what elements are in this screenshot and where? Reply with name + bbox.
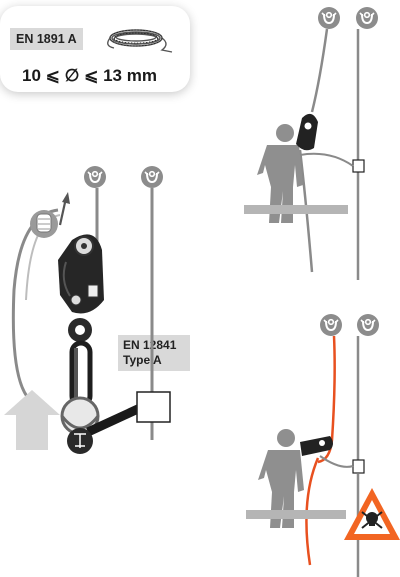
anchor-icon-left-1 xyxy=(84,166,106,188)
ledge-bottom xyxy=(246,510,346,519)
anchor-icon-top-2 xyxy=(356,7,378,29)
connector-ring xyxy=(68,318,92,342)
backup-device xyxy=(137,392,170,422)
anchor-icon-left-2 xyxy=(141,166,163,188)
large-up-arrow-icon xyxy=(4,390,60,450)
instruction-badge-icon xyxy=(67,428,93,454)
correct-use-scene xyxy=(244,7,378,280)
device-scene xyxy=(4,166,170,454)
rope-clamp-device xyxy=(58,234,104,313)
device-on-rope-top xyxy=(296,114,318,150)
anchor-icon-top-1 xyxy=(318,7,340,29)
anchor-icon-bottom-1 xyxy=(320,314,342,336)
danger-scene xyxy=(246,314,400,577)
hand-icon xyxy=(30,210,58,238)
ledge-top xyxy=(244,205,348,214)
skull-warning-icon xyxy=(344,488,400,540)
carabiner xyxy=(72,343,90,405)
anchor-icon-bottom-2 xyxy=(357,314,379,336)
